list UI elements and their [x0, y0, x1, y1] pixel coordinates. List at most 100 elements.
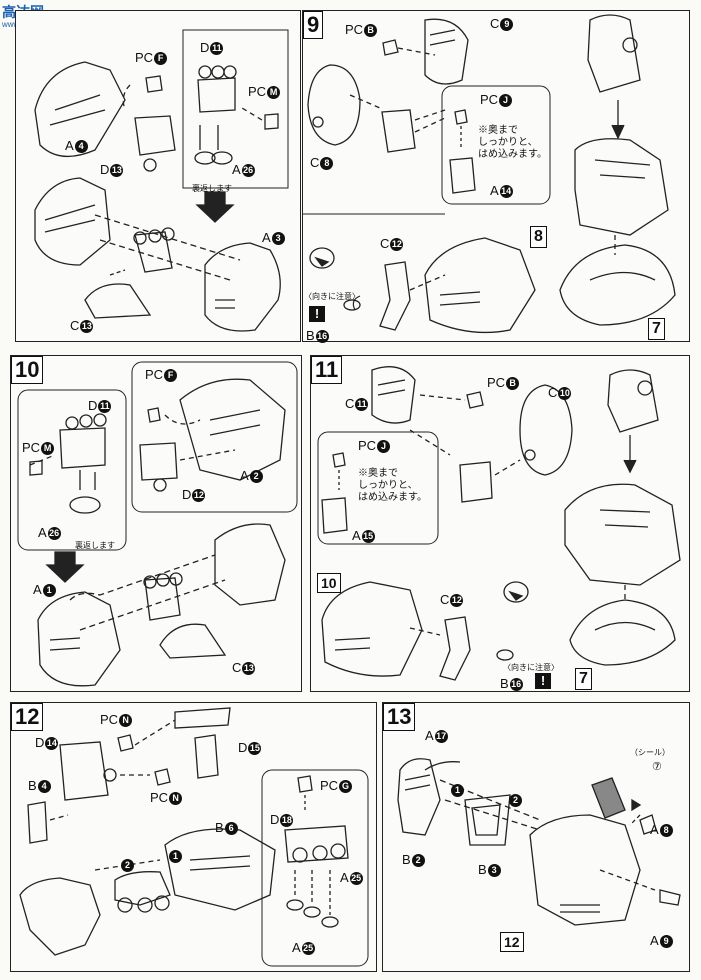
- d14-part: [59, 741, 109, 801]
- d15-part: [174, 707, 231, 729]
- step-number-9: 9: [303, 11, 324, 39]
- order-marker-4: 2: [508, 792, 522, 808]
- pcB-part: [382, 39, 399, 56]
- c12-11: [439, 616, 471, 681]
- b3-frame: [464, 794, 511, 846]
- note-caution-1: 〈向きに注意〉: [304, 292, 360, 301]
- panel-step-9-left: [15, 10, 301, 342]
- inset-pcJ-11: [317, 431, 439, 545]
- c13-10: [159, 623, 227, 659]
- b4-part: [27, 801, 48, 844]
- panel-step-12: [10, 702, 377, 972]
- body-base-7: [559, 244, 676, 326]
- body-upper-11: [607, 369, 659, 433]
- down-arrow-1: [195, 191, 235, 223]
- a1-assembly: [214, 523, 286, 606]
- step-number-13: 13: [383, 703, 416, 731]
- c8-part: [307, 64, 361, 146]
- order-marker-2: 2: [120, 857, 134, 873]
- ref-step-10: 10: [317, 573, 341, 593]
- pcF-part: [145, 75, 163, 93]
- a14-part: [449, 157, 476, 194]
- inset-d11-10: [17, 389, 127, 551]
- order-marker-3: 1: [450, 782, 464, 798]
- down-arrow-2: [45, 551, 85, 583]
- c13-part: [84, 283, 152, 319]
- step-number-10: 10: [11, 356, 44, 384]
- seal-number: ⑦: [652, 761, 662, 773]
- note-caution-2: 〈向きに注意〉: [503, 663, 559, 672]
- c10-part: [519, 384, 573, 476]
- ref-step-12: 12: [500, 932, 524, 952]
- panel-step-11: [310, 355, 690, 692]
- warning-icon-2: !: [535, 673, 551, 689]
- d11-part: [197, 77, 236, 113]
- ref-step-7b: 7: [575, 668, 592, 690]
- panel-step-13: [382, 702, 690, 972]
- note-press-2: ※奥までしっかりと、はめ込みます。: [358, 468, 427, 503]
- a17-b2-arm: [397, 758, 441, 836]
- a4-shell: [34, 61, 126, 157]
- b6-shell: [164, 828, 276, 911]
- note-seal: （シール）: [630, 748, 670, 757]
- inset-a2-10: [131, 361, 298, 513]
- c9-part: [424, 18, 469, 85]
- note-press-1: ※奥までしっかりと、はめ込みます。: [478, 125, 547, 160]
- a1-shell: [37, 591, 121, 687]
- warning-icon-1: !: [309, 306, 325, 322]
- d13-block: [134, 115, 176, 156]
- a3-shell: [204, 242, 281, 332]
- step-number-11: 11: [311, 356, 343, 384]
- torso-12: [529, 814, 641, 926]
- d11-inset-bg: [182, 29, 289, 189]
- ref-step-7a: 7: [648, 318, 665, 340]
- inset-pcJ: [441, 85, 551, 205]
- body-base-7b: [569, 599, 676, 666]
- pcM-part: [264, 113, 279, 130]
- note-reverse-1: 裏返します: [192, 184, 232, 193]
- c11-part: [371, 366, 416, 424]
- hip-piece-10: [321, 581, 423, 677]
- body-upper: [587, 14, 641, 93]
